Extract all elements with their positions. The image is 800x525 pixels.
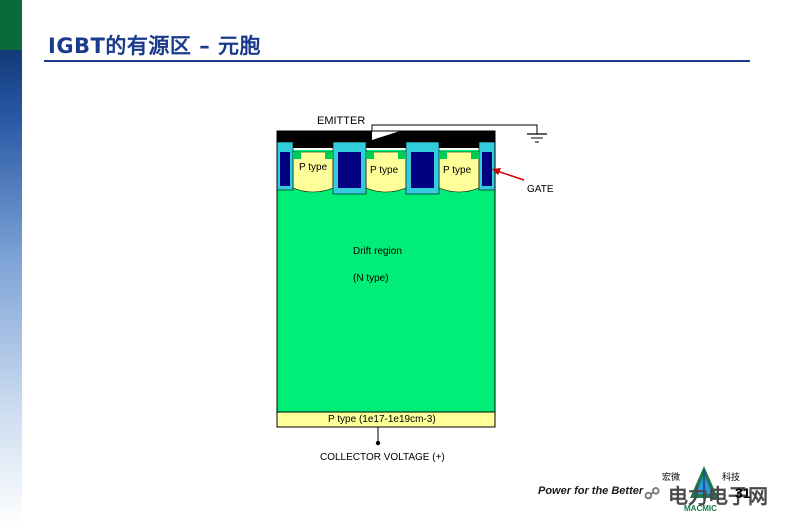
p-layer-label: P type (1e17-1e19cm-3) [328, 414, 436, 425]
p-type-label-1: P type [299, 162, 328, 173]
watermark-text: 电力电子网 [668, 486, 768, 508]
sidebar-gradient [0, 0, 22, 525]
gate-poly-4 [482, 152, 492, 186]
n-source-3 [366, 152, 374, 159]
p-type-label-2: P type [370, 165, 399, 176]
page-number: 31 [735, 485, 751, 501]
gate-poly-3 [411, 152, 434, 188]
logo-en: MACMIC [684, 504, 717, 513]
logo-graphic [690, 466, 718, 500]
device-outline [276, 130, 496, 428]
logo-cn-left: 宏微 [662, 472, 681, 482]
gate-poly-1 [280, 152, 290, 186]
n-source-6 [471, 152, 479, 159]
collector-terminal [375, 440, 381, 446]
n-source-5 [439, 152, 447, 159]
n-source-1 [293, 152, 301, 159]
company-logo: 宏微 科技 MACMIC [656, 466, 766, 518]
emitter-label: EMITTER [317, 115, 366, 127]
n-source-4 [398, 152, 406, 159]
footer-slogan: Power for the Better [538, 485, 644, 497]
watermark-icon: ☍ [644, 486, 661, 503]
n-source-2 [325, 152, 333, 159]
emitter-wire [371, 124, 538, 134]
gate-label: GATE [527, 184, 554, 195]
n-type-label: (N type) [353, 273, 389, 284]
logo-cn-right: 科技 [722, 472, 741, 482]
title-rule [44, 60, 750, 62]
emitter-metal [277, 131, 495, 148]
drift-region-label: Drift region [353, 246, 402, 257]
collector-label: COLLECTOR VOLTAGE (+) [320, 452, 445, 463]
slide-title: IGBT的有源区 – 元胞 [48, 34, 262, 58]
p-type-label-3: P type [443, 165, 472, 176]
drift-region [276, 185, 496, 415]
gate-arrow-head [492, 168, 501, 175]
gate-poly-2 [338, 152, 361, 188]
